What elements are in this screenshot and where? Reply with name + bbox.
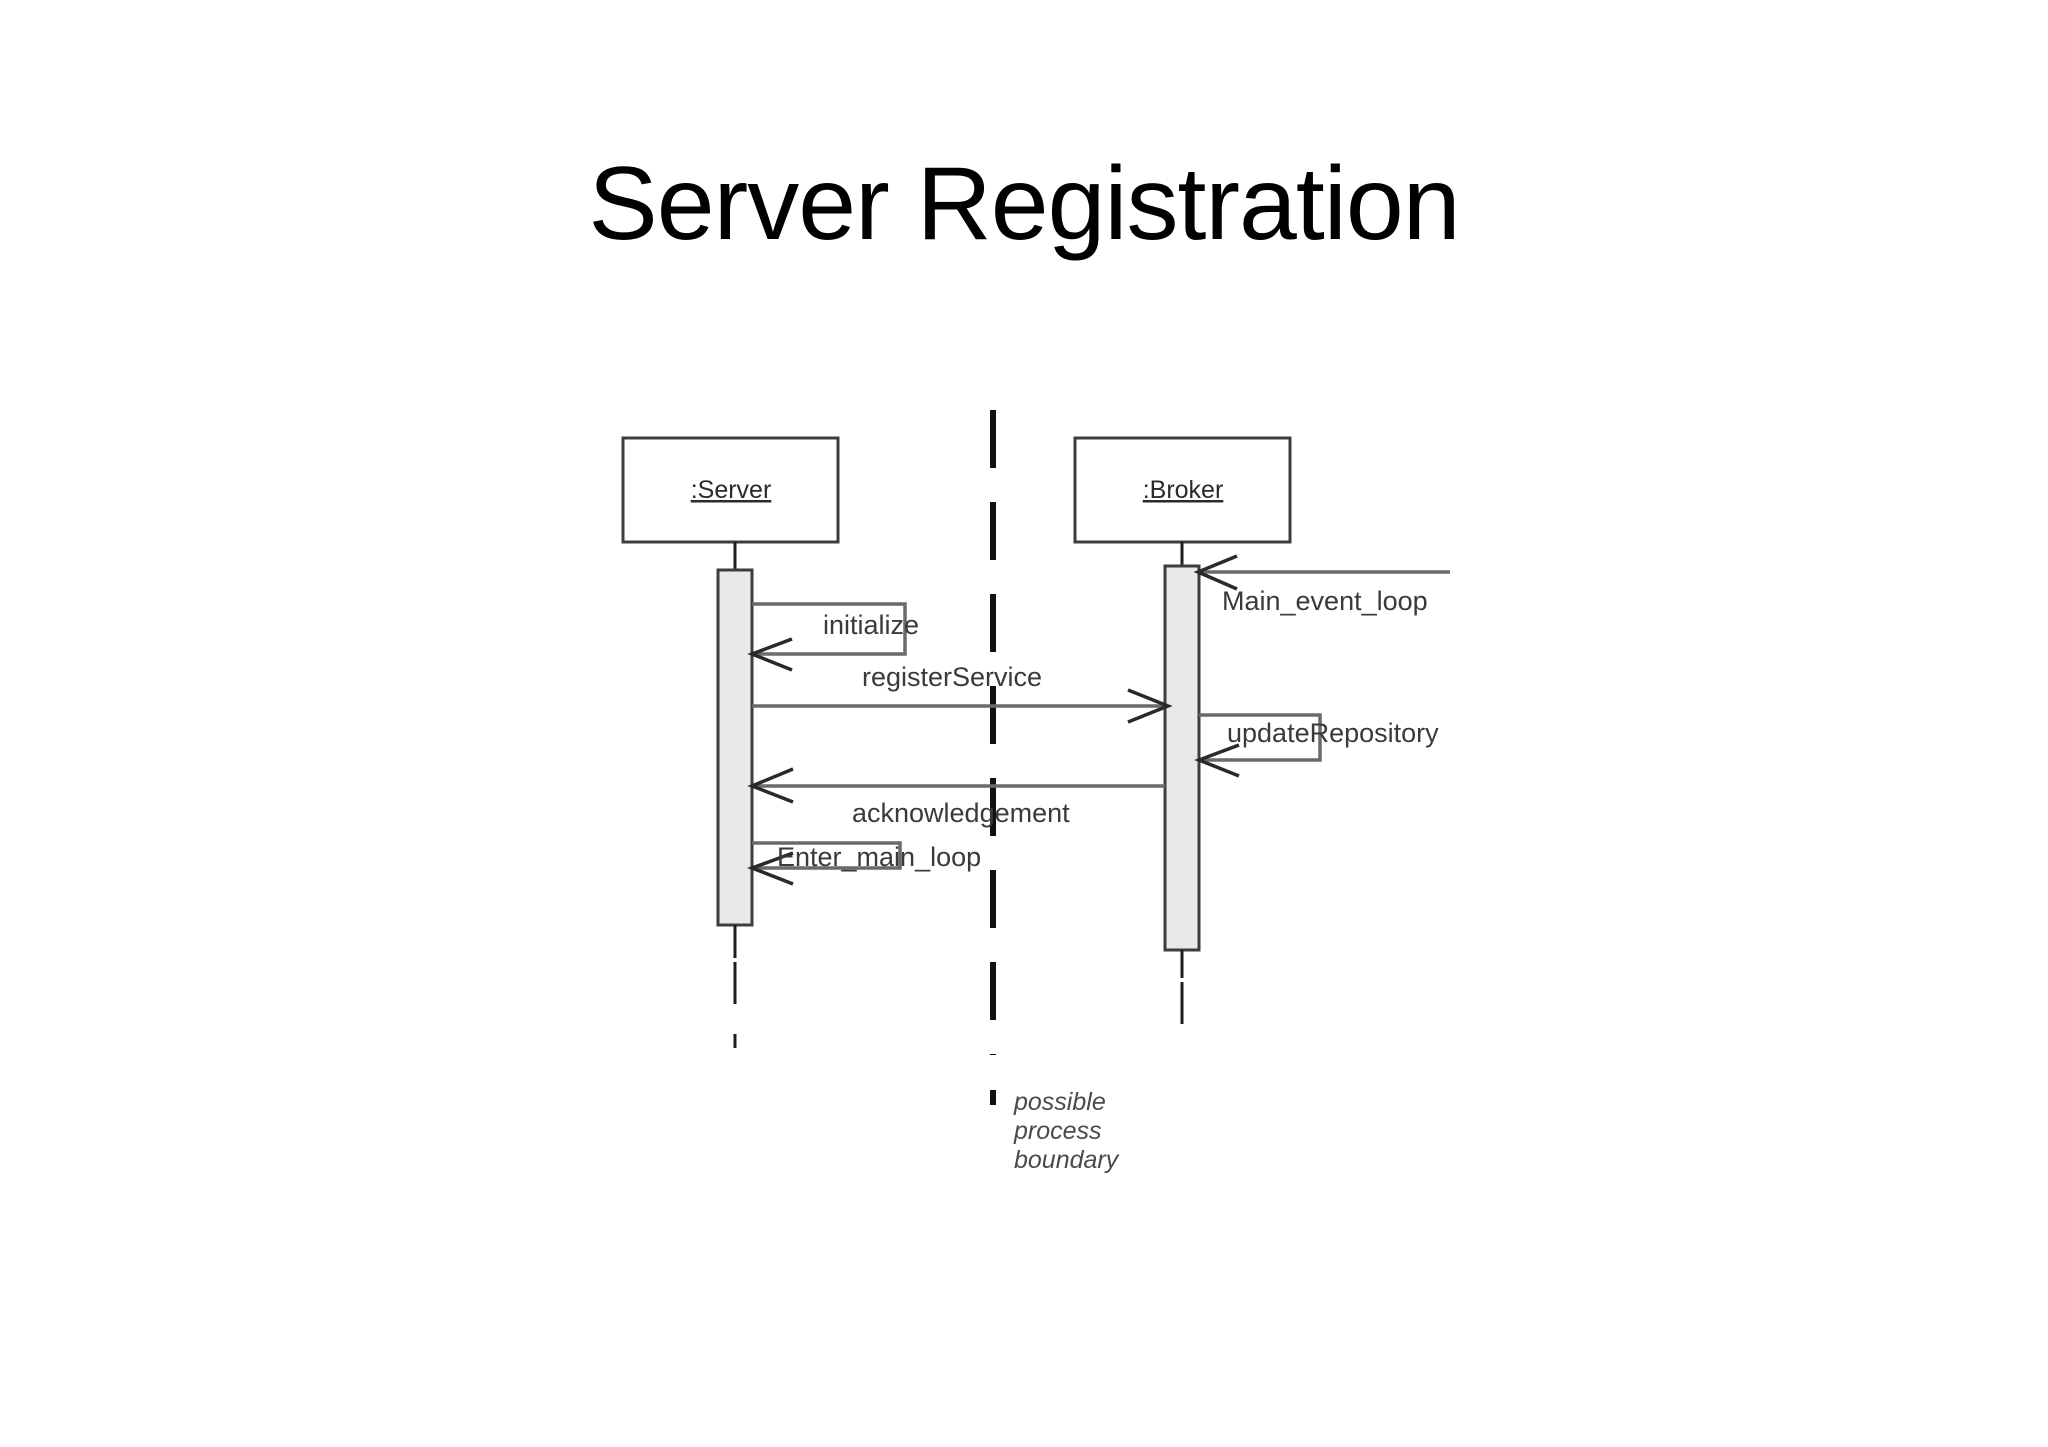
lifeline-box-broker[interactable] (1073, 436, 1292, 544)
arrow-head-main-event-loop (1193, 554, 1238, 591)
arrow-head-update-repository (1194, 743, 1240, 778)
message-main-event-loop[interactable]: Main_event_loop (1193, 554, 1450, 616)
message-acknowledgement[interactable]: acknowledgement (747, 767, 1165, 828)
message-path-enter-main-loop (752, 841, 902, 870)
lifeline-label-broker: :Broker (1143, 476, 1224, 504)
arrow-head-acknowledgement (747, 767, 794, 804)
message-label-main-event-loop: Main_event_loop (1222, 586, 1428, 616)
process-boundary-note-line-3: boundary (1014, 1146, 1120, 1174)
message-path-update-repository (1199, 713, 1322, 762)
process-boundary-note-line-2: process (1013, 1117, 1102, 1145)
activation-bar-server[interactable] (716, 568, 754, 927)
message-initialize[interactable]: initialize (747, 602, 919, 672)
message-label-acknowledgement: acknowledgement (852, 798, 1070, 828)
lifeline-box-server[interactable] (621, 436, 840, 544)
arrow-head-register-service (1127, 688, 1173, 724)
activation-bar-broker[interactable] (1163, 564, 1201, 952)
message-update-repository[interactable]: updateRepository (1194, 713, 1439, 778)
message-label-enter-main-loop: Enter_main_loop (777, 842, 981, 872)
message-label-update-repository: updateRepository (1227, 718, 1439, 748)
process-boundary-note: possible process boundary (1013, 1088, 1120, 1174)
page-title: Server Registration (588, 146, 1460, 262)
arrow-head-initialize (747, 637, 793, 672)
arrow-head-enter-main-loop (747, 851, 794, 886)
lifeline-server[interactable]: :Server (621, 436, 840, 1048)
message-register-service[interactable]: registerService (752, 662, 1173, 724)
message-path-initialize (752, 602, 907, 656)
message-enter-main-loop[interactable]: Enter_main_loop (747, 841, 981, 886)
process-boundary-note-line-1: possible (1013, 1088, 1106, 1116)
message-label-register-service: registerService (862, 662, 1042, 692)
lifeline-label-server: :Server (691, 476, 772, 504)
message-label-initialize: initialize (823, 610, 919, 640)
lifeline-broker[interactable]: :Broker (1073, 436, 1292, 1048)
